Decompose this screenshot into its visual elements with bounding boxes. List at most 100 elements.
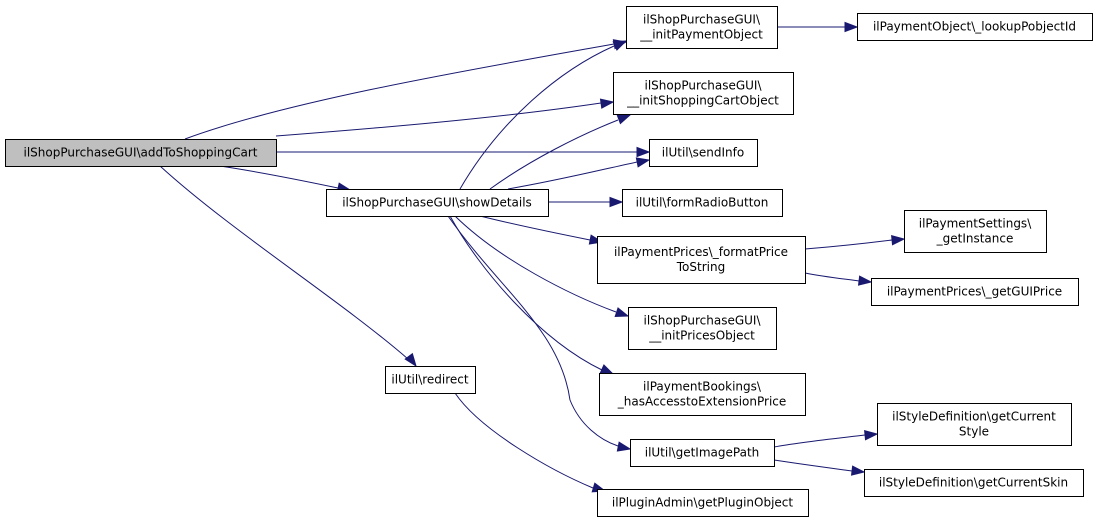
node-n16[interactable]: ilPluginAdmin\getPluginObject (597, 489, 809, 517)
arrowhead-icon (844, 21, 859, 33)
node-box[interactable] (904, 210, 1047, 253)
node-n2[interactable]: ilPaymentObject\_lookupPobjectId (857, 13, 1093, 41)
node-n1[interactable]: ilShopPurchaseGUI\__initPaymentObject (626, 6, 778, 49)
node-label: ilPaymentObject\_lookupPobjectId (873, 20, 1076, 34)
node-label: ilPaymentSettings\ (919, 217, 1032, 231)
arrowhead-icon (635, 157, 651, 168)
edge-n5-n7 (479, 215, 604, 245)
edge-n0-n3 (275, 98, 615, 137)
arrowhead-icon (612, 40, 628, 51)
edge-line (447, 215, 619, 447)
node-box[interactable] (857, 13, 1093, 41)
node-label: ilUtil\redirect (391, 373, 469, 387)
node-n12[interactable]: ilPaymentBookings\_hasAccesstoExtensionP… (599, 373, 806, 416)
edges-layer (159, 21, 906, 493)
edge-line (454, 392, 594, 489)
arrowhead-icon (636, 146, 651, 158)
node-label: ilShopPurchaseGUI\ (644, 79, 762, 93)
node-box[interactable] (877, 403, 1072, 446)
arrowhead-icon (850, 465, 866, 476)
edge-line (449, 215, 603, 371)
edge-n7-n8 (804, 235, 906, 250)
node-n8[interactable]: ilPaymentSettings\_getInstance (904, 210, 1047, 253)
node-box[interactable] (649, 139, 758, 167)
node-label: ToString (676, 260, 725, 274)
node-label: ilPluginAdmin\getPluginObject (612, 496, 794, 510)
edge-n5-n3 (489, 114, 632, 190)
edge-line (479, 215, 591, 241)
nodes-layer: ilShopPurchaseGUI\addToShoppingCart ilSho… (5, 6, 1093, 517)
edge-line (454, 215, 617, 313)
node-box[interactable] (871, 278, 1079, 306)
node-label: ilPaymentBookings\ (643, 380, 762, 394)
node-box[interactable] (326, 189, 549, 217)
node-n3[interactable]: ilShopPurchaseGUI\__initShoppingCartObje… (613, 72, 794, 115)
node-n9[interactable]: ilPaymentPrices\_getGUIPrice (871, 278, 1079, 306)
edge-n0-n1 (184, 39, 628, 140)
node-n10[interactable]: ilShopPurchaseGUI\__initPricesObject (628, 307, 777, 350)
node-box[interactable] (626, 6, 778, 49)
edge-n7-n9 (804, 272, 873, 286)
arrowhead-icon (599, 364, 615, 375)
arrowhead-icon (891, 235, 906, 246)
node-label: __initShoppingCartObject (626, 94, 779, 108)
arrowhead-icon (614, 307, 630, 318)
node-label: ilShopPurchaseGUI\addToShoppingCart (24, 146, 258, 160)
node-box[interactable] (5, 139, 277, 167)
edge-n0-n5 (219, 165, 352, 193)
edge-line (184, 43, 615, 140)
node-label: ilShopPurchaseGUI\showDetails (342, 196, 532, 210)
edge-n14-n13 (773, 430, 879, 448)
node-n15[interactable]: ilStyleDefinition\getCurrentSkin (864, 469, 1084, 497)
node-n0[interactable]: ilShopPurchaseGUI\addToShoppingCart (5, 139, 277, 167)
node-box[interactable] (599, 373, 806, 416)
arrowhead-icon (864, 430, 879, 441)
node-label: _getInstance (936, 232, 1014, 246)
node-box[interactable] (597, 489, 809, 517)
edge-n0-n11 (159, 165, 417, 368)
edge-line (773, 434, 866, 448)
node-box[interactable] (630, 439, 775, 467)
node-n4[interactable]: ilUtil\sendInfo (649, 139, 758, 167)
node-label: Style (959, 425, 989, 439)
arrowhead-icon (599, 98, 615, 109)
node-label: ilUtil\getImagePath (645, 446, 760, 460)
node-label: ilShopPurchaseGUI\ (643, 13, 761, 27)
node-label: ilPaymentPrices\_getGUIPrice (887, 285, 1062, 299)
node-box[interactable] (622, 189, 783, 217)
edge-line (275, 102, 602, 137)
edge-line (489, 119, 619, 190)
node-label: _hasAccesstoExtensionPrice (617, 395, 787, 409)
edge-line (804, 272, 860, 282)
edge-n5-n6 (548, 196, 624, 208)
node-n11[interactable]: ilUtil\redirect (385, 366, 476, 394)
node-box[interactable] (385, 366, 476, 394)
node-label: ilShopPurchaseGUI\ (643, 314, 761, 328)
node-label: ilUtil\formRadioButton (636, 196, 769, 210)
edge-n5-n10 (454, 215, 630, 318)
edge-line (507, 161, 638, 190)
edge-line (459, 45, 615, 190)
node-label: ilStyleDefinition\getCurrentSkin (879, 476, 1068, 490)
edge-line (773, 459, 853, 472)
node-box[interactable] (597, 236, 806, 284)
node-box[interactable] (613, 72, 794, 115)
arrowhead-icon (616, 114, 632, 125)
edge-n0-n4 (276, 146, 651, 158)
node-n5[interactable]: ilShopPurchaseGUI\showDetails (326, 189, 549, 217)
node-label: __initPaymentObject (639, 28, 763, 42)
arrowhead-icon (616, 441, 632, 452)
edge-n1-n2 (777, 21, 859, 33)
arrowhead-icon (857, 275, 873, 286)
node-label: ilUtil\sendInfo (662, 146, 744, 160)
node-label: ilPaymentPrices\_formatPrice (614, 245, 788, 259)
edge-line (219, 165, 339, 189)
node-box[interactable] (628, 307, 777, 350)
node-box[interactable] (864, 469, 1084, 497)
node-n6[interactable]: ilUtil\formRadioButton (622, 189, 783, 217)
node-n14[interactable]: ilUtil\getImagePath (630, 439, 775, 467)
